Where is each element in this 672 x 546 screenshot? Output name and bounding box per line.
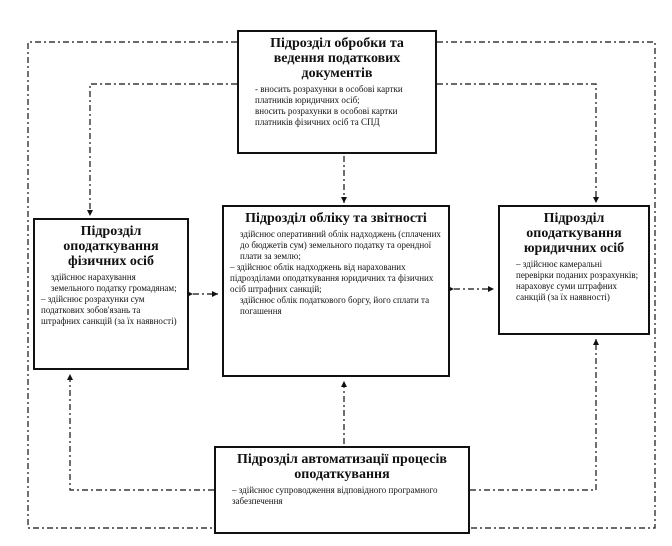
- box-middle-item-2: – здійснює облік надходжень від нарахова…: [230, 262, 434, 294]
- box-top-title: Підрозділ обробки та ведення податкових …: [270, 36, 404, 81]
- box-legal-entities-taxation-unit: Підрозділ оподаткування юридичних осіб –…: [498, 205, 650, 335]
- top-to-left-arrow: [87, 83, 237, 216]
- bottom-to-left-arrow: [67, 374, 214, 491]
- box-top-item-1: - вносить розрахунки в особові картки пл…: [255, 84, 403, 105]
- box-middle-items: здійснює оперативний облік надходжень (с…: [230, 229, 442, 317]
- box-bottom-item-1: – здійснює супроводження відповідного пр…: [232, 485, 438, 506]
- outer-loop-right: [437, 41, 656, 529]
- box-left-items: здійснює нарахування земельного податку …: [41, 272, 181, 327]
- box-bottom-title: Підрозділ автоматизації процесів оподатк…: [237, 452, 447, 482]
- box-tax-documents-unit: Підрозділ обробки та ведення податкових …: [237, 30, 437, 154]
- top-to-right-arrow: [437, 83, 599, 203]
- box-individuals-taxation-unit: Підрозділ оподаткування фізичних осіб зд…: [33, 218, 189, 370]
- box-automation-unit: Підрозділ автоматизації процесів оподатк…: [214, 446, 470, 534]
- box-middle-title: Підрозділ обліку та звітності: [245, 211, 427, 226]
- box-top-item-2: вносить розрахунки в особові картки плат…: [255, 106, 398, 127]
- box-right-item-2: нараховує суми штрафних санкцій (за їх н…: [516, 281, 617, 302]
- bottom-to-right-arrow: [470, 339, 599, 491]
- box-left-item-2: – здійснює розрахунки сум податкових зоб…: [41, 294, 177, 326]
- box-accounting-reporting-unit: Підрозділ обліку та звітності здійснює о…: [222, 205, 450, 377]
- box-left-title: Підрозділ оподаткування фізичних осіб: [63, 224, 159, 269]
- box-right-title: Підрозділ оподаткування юридичних осіб: [523, 211, 625, 256]
- box-middle-item-3: здійснює облік податкового боргу, його с…: [240, 295, 430, 316]
- box-right-item-1: – здійснює камеральні перевірки поданих …: [516, 259, 639, 280]
- box-right-items: – здійснює камеральні перевірки поданих …: [506, 259, 642, 303]
- box-bottom-items: – здійснює супроводження відповідного пр…: [222, 485, 462, 507]
- box-middle-item-1: здійснює оперативний облік надходжень (с…: [240, 229, 441, 261]
- box-top-items: - вносить розрахунки в особові картки пл…: [245, 84, 429, 128]
- box-left-item-1: здійснює нарахування земельного податку …: [51, 272, 177, 293]
- outer-loop-left: [27, 41, 237, 529]
